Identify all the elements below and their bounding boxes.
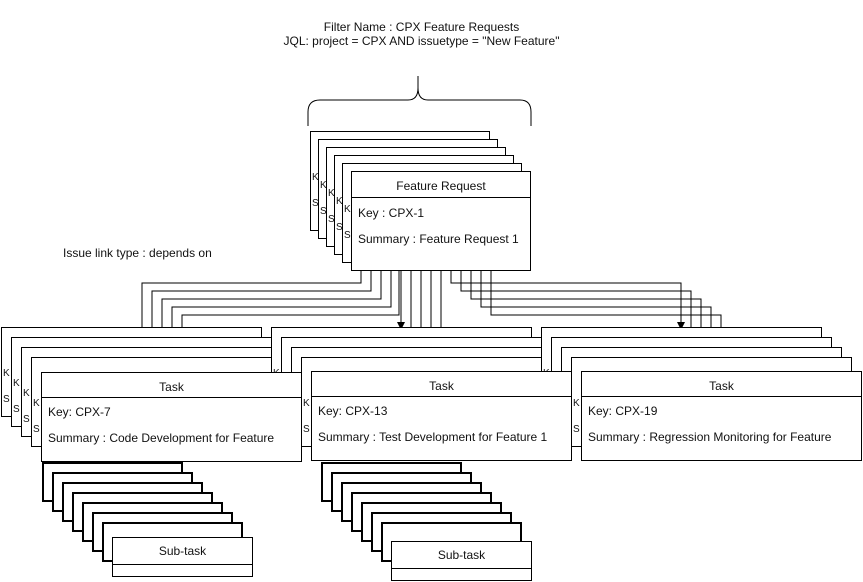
stack-glyph-summary: S (344, 230, 351, 241)
stack-glyph-summary: S (336, 222, 343, 233)
stack-glyph-summary: S (320, 206, 327, 217)
stack-glyph-key: K (23, 388, 30, 399)
filter-brace (307, 76, 532, 126)
stack-glyph-key: K (13, 378, 20, 389)
depends-on-connector (130, 271, 362, 335)
stack-glyph-summary: S (573, 424, 580, 435)
stack-glyph-summary: S (33, 424, 40, 435)
card-title: Task (42, 373, 301, 398)
card-summary: Summary : Test Development for Feature 1 (318, 430, 548, 444)
stack-glyph-key: K (573, 398, 580, 409)
card-key: Key : CPX-1 (358, 206, 425, 220)
link-type-label: Issue link type : depends on (63, 246, 212, 260)
stack-glyph-summary: S (13, 404, 20, 415)
stack-glyph-key: K (328, 188, 335, 199)
feature-request-card[interactable]: Feature Request Key : CPX-1 Summary : Fe… (351, 171, 531, 271)
card-summary: Summary : Feature Request 1 (358, 232, 519, 246)
card-key: Key: CPX-13 (318, 404, 388, 418)
card-summary: Summary : Code Development for Feature (48, 431, 275, 445)
card-title: Feature Request (352, 172, 530, 198)
stack-glyph-key: K (344, 204, 351, 215)
subtask-title: Sub-task (392, 542, 531, 569)
subtask-card-left[interactable]: Sub-task (112, 537, 253, 577)
stack-glyph-key: K (320, 180, 327, 191)
card-key: Key: CPX-19 (588, 404, 658, 418)
filter-jql-label: JQL: project = CPX AND issuetype = "New … (283, 34, 560, 48)
stack-glyph-key: K (33, 398, 40, 409)
task-card-cpx-13[interactable]: Task Key: CPX-13 Summary : Test Developm… (311, 371, 572, 461)
stack-glyph-summary: S (3, 394, 10, 405)
depends-on-connector (450, 271, 685, 330)
card-summary: Summary : Regression Monitoring for Feat… (588, 430, 832, 444)
stack-glyph-summary: S (303, 424, 310, 435)
stack-glyph-summary: S (23, 414, 30, 425)
card-title: Task (582, 372, 861, 397)
subtask-title: Sub-task (113, 538, 252, 565)
stack-glyph-key: K (336, 196, 343, 207)
task-card-cpx-19[interactable]: Task Key: CPX-19 Summary : Regression Mo… (581, 371, 862, 461)
task-card-cpx-7[interactable]: Task Key: CPX-7 Summary : Code Developme… (41, 372, 302, 462)
depends-on-connector (470, 271, 705, 350)
card-title: Task (312, 372, 571, 397)
subtask-card-middle[interactable]: Sub-task (391, 541, 532, 581)
filter-name-label: Filter Name : CPX Feature Requests (323, 20, 520, 34)
stack-glyph-key: K (312, 172, 319, 183)
stack-glyph-key: K (303, 398, 310, 409)
card-key: Key: CPX-7 (48, 405, 111, 419)
stack-glyph-summary: S (312, 198, 319, 209)
stack-glyph-summary: S (328, 214, 335, 225)
stack-glyph-key: K (3, 368, 10, 379)
